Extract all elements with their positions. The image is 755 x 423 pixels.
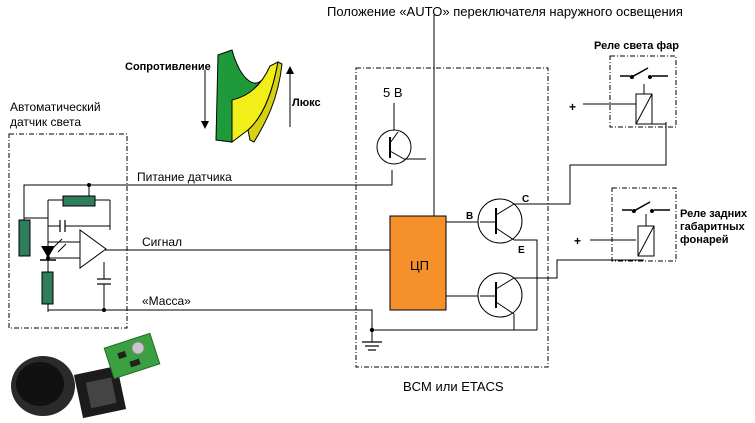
tail-relay-wire [514, 259, 644, 279]
ground-icon [362, 341, 382, 351]
headlamp-relay-wire [514, 122, 667, 205]
plus-headlamp-label: + [569, 100, 577, 114]
cpu-label: ЦП [410, 258, 429, 273]
ground-wire [47, 301, 373, 342]
upper-transistor-icon [477, 198, 523, 244]
light-sensor-photo [11, 332, 161, 419]
emitter-wire [514, 239, 538, 330]
pin-e-label: E [518, 245, 525, 256]
plus-tail-label: + [574, 234, 582, 248]
power-transistor-icon [376, 129, 426, 165]
resistor-top [62, 195, 96, 207]
bcm-dashed-box [355, 67, 549, 368]
auto-sensor-label: Автоматический датчик света [10, 100, 101, 129]
resistor-left [18, 219, 31, 257]
tail-relay-label: Реле задних габаритных фонарей [680, 208, 748, 246]
ground-label: «Масса» [142, 294, 191, 308]
resistor-bottom [41, 271, 54, 305]
pin-b-label: B [466, 211, 474, 222]
lux-label: Люкс [292, 97, 321, 109]
five-volt-label: 5 В [383, 85, 403, 100]
sensor-power-label: Питание датчика [137, 170, 232, 184]
headlamp-relay-label: Реле света фар [594, 40, 679, 52]
pin-c-label: C [522, 194, 530, 205]
tail-relay-box [611, 187, 677, 262]
auto-switch-label: Положение «AUTO» переключателя наружного… [327, 4, 683, 19]
headlamp-relay-icon [583, 67, 668, 125]
cpu-block [389, 215, 447, 311]
photodiode-icon [40, 238, 67, 261]
light-sensor-curve [201, 49, 294, 143]
tail-relay-icon [590, 201, 670, 257]
lower-transistor-icon [477, 272, 523, 318]
bcm-label: BCM или ETACS [403, 379, 504, 394]
headlamp-relay-box [609, 55, 677, 128]
signal-label: Сигнал [142, 235, 183, 249]
sensor-dashed-box [8, 133, 128, 329]
ground-junction [369, 327, 375, 333]
resistance-label: Сопротивление [125, 61, 211, 73]
